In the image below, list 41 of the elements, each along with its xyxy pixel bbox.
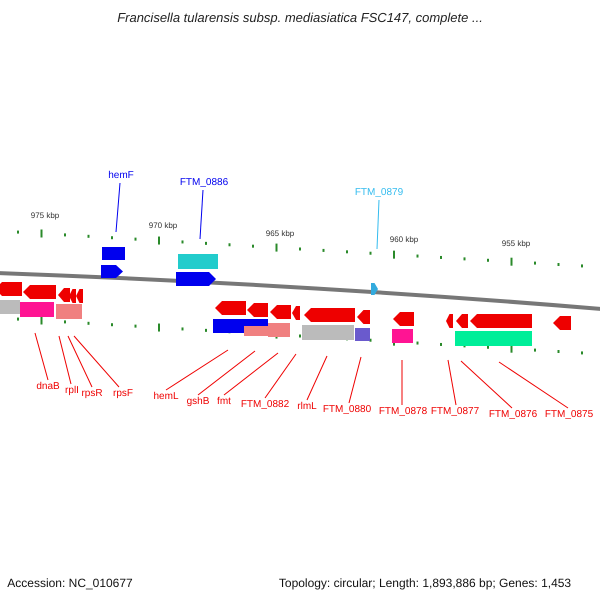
gene-label: FTM_0875: [544, 409, 594, 421]
gene-label: gshB: [186, 396, 210, 408]
gene-label: rpsR: [81, 388, 103, 400]
title: Francisella tularensis subsp. mediasiatica FSC147, complete ...: [117, 10, 483, 26]
gene-label: FTM_0879: [354, 187, 404, 199]
scale-label: 970 kbp: [148, 220, 178, 232]
leader-line: [34, 332, 48, 380]
leader-line: [448, 360, 456, 406]
leader-line: [200, 190, 204, 240]
leader-line: [116, 182, 120, 232]
leader-line: [166, 350, 228, 390]
gene-label: hemF: [108, 170, 134, 182]
leader-line: [68, 336, 92, 388]
gene-label: FTM_0886: [180, 177, 228, 189]
leader-line: [58, 336, 72, 384]
gene-label: hemL: [154, 391, 178, 403]
accession-text: Accession: NC_010677: [7, 576, 133, 590]
gene-label: FTM_0882: [240, 399, 290, 411]
leader-line: [306, 356, 328, 400]
gene-label: rlmL: [297, 401, 317, 413]
gene-label: rplI: [65, 385, 79, 397]
leader-line: [460, 360, 512, 408]
gene-label: FTM_0876: [488, 409, 538, 421]
gene-label: dnaB: [36, 381, 60, 393]
scale-label: 960 kbp: [390, 234, 418, 246]
scale-label: 965 kbp: [266, 228, 294, 240]
genome-info-text: Topology: circular; Length: 1,893,886 bp; Genes: 1,453: [278, 576, 572, 590]
leader-line: [498, 362, 568, 408]
gene-label: rpsF: [113, 388, 133, 400]
gene-label: fmt: [217, 396, 231, 408]
leader-line: [74, 336, 120, 388]
leader-line: [264, 354, 296, 398]
gene-label: FTM_0878: [378, 406, 428, 418]
gene-label: FTM_0880: [322, 404, 372, 416]
gene-label: FTM_0877: [430, 406, 480, 418]
scale-label: 955 kbp: [502, 238, 530, 250]
leader-line: [198, 350, 256, 396]
leader-line: [376, 200, 380, 250]
leader-line: [224, 352, 278, 396]
scale-label: 975 kbp: [30, 210, 60, 222]
leader-line: [348, 356, 362, 404]
